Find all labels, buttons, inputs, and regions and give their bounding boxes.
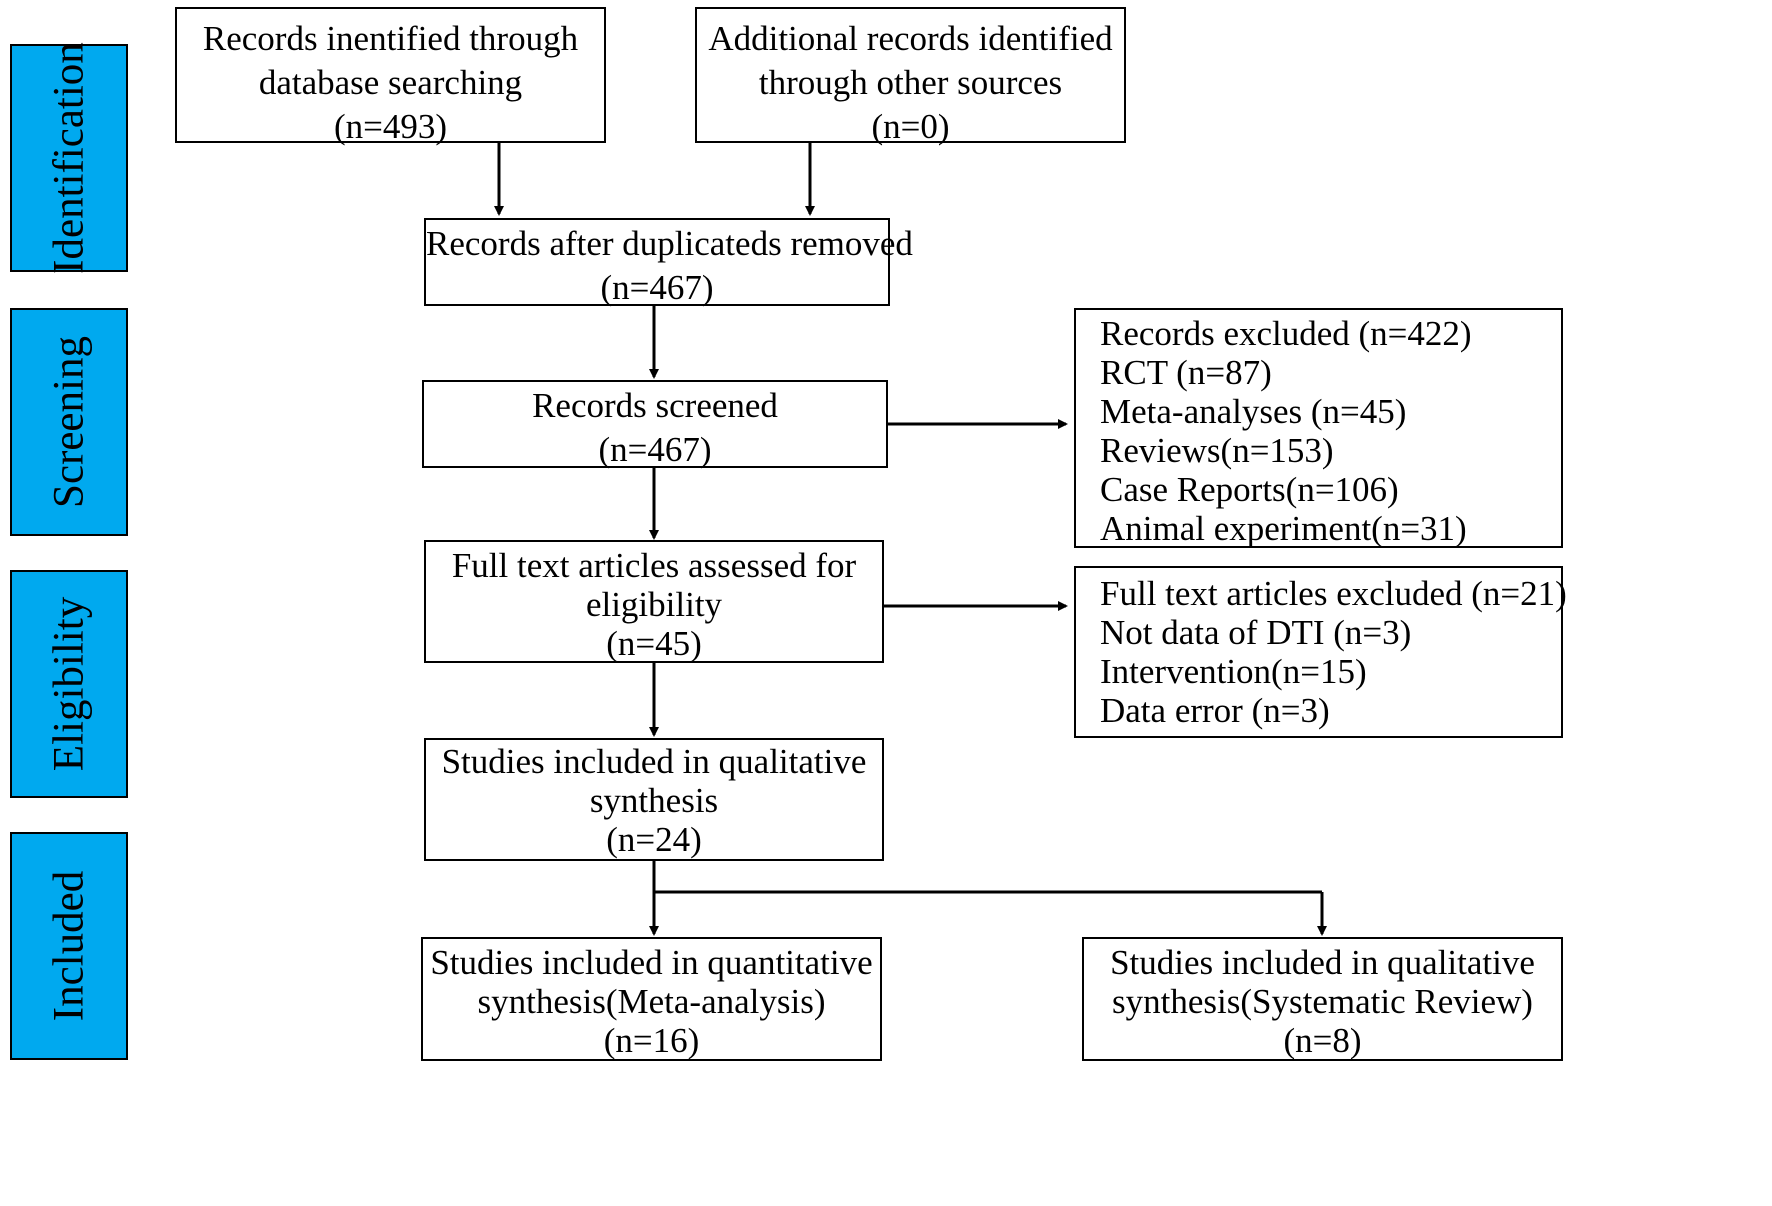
box-qualitative-systematic-review: Studies included in qualitative synthesi… <box>1082 937 1563 1061</box>
stage-included: Included <box>10 832 128 1060</box>
box-text-line: Data error (n=3) <box>1100 691 1330 730</box>
box-full-text-assessed: Full text articles assessed for eligibil… <box>424 540 884 663</box>
box-text-line: Records after duplicateds removed <box>426 224 913 263</box>
box-text-line: RCT (n=87) <box>1100 353 1272 392</box>
box-text-line: Full text articles excluded (n=21) <box>1100 574 1567 613</box>
box-duplicates-removed: Records after duplicateds removed (n=467… <box>424 218 913 307</box>
stage-identification: Identification <box>10 42 128 274</box>
box-text-line: Records excluded (n=422) <box>1100 314 1472 353</box>
stage-eligibility: Eligibility <box>10 570 128 798</box>
box-records-excluded: Records excluded (n=422) RCT (n=87) Meta… <box>1074 308 1563 548</box>
box-text-line: Studies included in qualitative <box>1110 943 1535 982</box>
box-text-line: Studies included in qualitative <box>441 742 867 781</box>
box-database-search: Records inentified through database sear… <box>175 7 606 146</box>
box-text-line: synthesis(Meta-analysis) <box>477 982 826 1021</box>
box-text-line: synthesis <box>589 781 719 820</box>
box-count: (n=467) <box>598 430 712 469</box>
box-text-line: database searching <box>258 63 523 102</box>
box-text-line: Intervention(n=15) <box>1100 652 1367 691</box>
box-text-line: Animal experiment(n=31) <box>1100 509 1467 548</box>
box-text-line: eligibility <box>585 585 723 624</box>
box-count: (n=0) <box>871 107 950 146</box>
box-qualitative-included: Studies included in qualitative synthesi… <box>424 738 884 861</box>
box-records-screened: Records screened (n=467) <box>422 380 888 469</box>
box-text-line: Studies included in quantitative <box>430 943 873 982</box>
box-text-line: Additional records identified <box>708 19 1113 58</box>
box-text-line: Records screened <box>532 386 778 425</box>
box-quantitative-meta-analysis: Studies included in quantitative synthes… <box>421 937 882 1061</box>
box-text-line: through other sources <box>758 63 1063 102</box>
box-count: (n=493) <box>333 107 448 146</box>
box-count: (n=467) <box>600 268 714 307</box>
box-count: (n=16) <box>603 1021 700 1060</box>
box-count: (n=45) <box>606 624 702 663</box>
box-text-line: synthesis(Systematic Review) <box>1112 982 1533 1021</box>
box-count: (n=24) <box>606 820 702 859</box>
box-text-line: Records inentified through <box>202 19 579 58</box>
box-full-text-excluded: Full text articles excluded (n=21) Not d… <box>1074 566 1567 738</box>
stage-screening: Screening <box>10 308 128 536</box>
box-text-line: Full text articles assessed for <box>451 546 857 585</box>
box-count: (n=8) <box>1283 1021 1362 1060</box>
box-text-line: Meta-analyses (n=45) <box>1100 392 1407 431</box>
box-text-line: Case Reports(n=106) <box>1100 470 1399 509</box>
box-text-line: Not data of DTI (n=3) <box>1100 613 1412 652</box>
box-text-line: Reviews(n=153) <box>1100 431 1334 470</box>
box-other-sources: Additional records identified through ot… <box>695 7 1126 146</box>
